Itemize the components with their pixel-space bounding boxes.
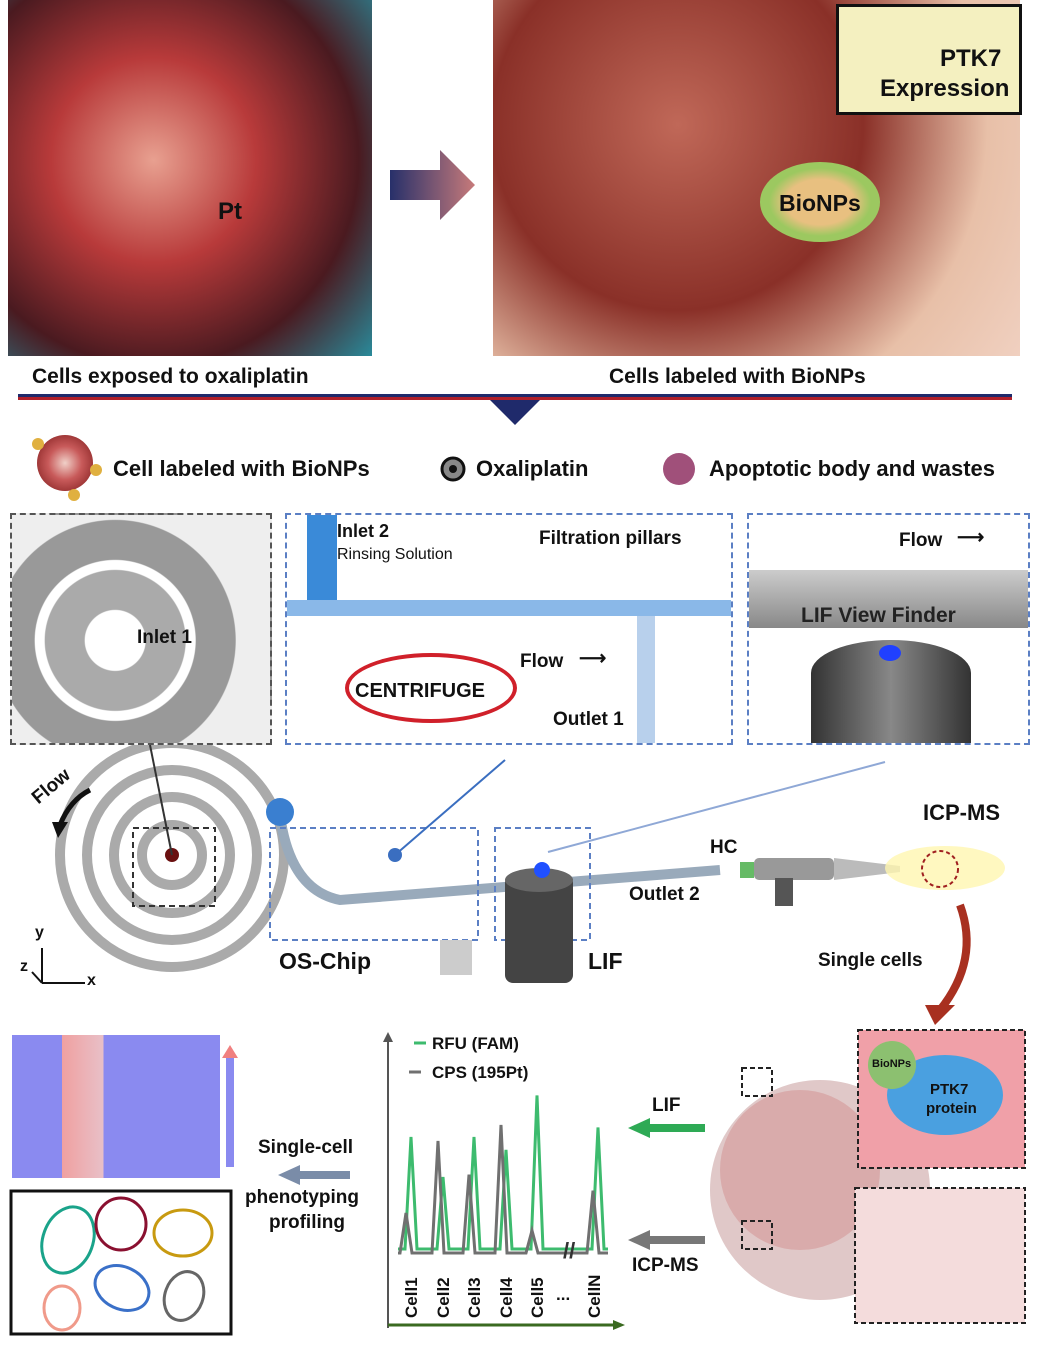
lif-arrow-label: LIF: [652, 1095, 681, 1116]
filtration-pillars-label: Filtration pillars: [539, 528, 682, 549]
outlet1-channel: [637, 616, 655, 743]
x-tick-ellipsis: ...: [556, 1285, 571, 1304]
channel-bar: [749, 570, 1028, 628]
inlet2-label: Inlet 2: [337, 521, 390, 541]
flow-curve-arrow-icon: [57, 787, 92, 826]
x-tick-celln: CellN: [585, 1274, 604, 1318]
os-chip-label: OS-Chip: [279, 948, 371, 974]
lif-view-finder-label: LIF View Finder: [801, 604, 956, 627]
axis-z-label: z: [20, 958, 28, 975]
axis-break: //: [563, 1238, 575, 1263]
xyz-axes-icon: [31, 948, 85, 984]
laser-spot: [879, 645, 901, 661]
icpms-arrow-icon: [628, 1230, 705, 1250]
bionps-label: BioNPs: [779, 190, 861, 216]
spiral-zoom-box: [132, 827, 216, 907]
heatmap-colorbar: [226, 1055, 234, 1167]
legend-cps: CPS (195Pt): [432, 1063, 528, 1083]
phenotyping-label: phenotyping: [245, 1187, 359, 1208]
x-tick-cell5: Cell5: [528, 1277, 547, 1318]
centrifuge-label: CENTRIFUGE: [355, 680, 485, 702]
flow-label: Flow: [520, 651, 564, 672]
no-centrifuge-sign: [345, 653, 517, 723]
ptk7-label: PTK7: [930, 1081, 969, 1098]
series-line-0: [398, 1095, 608, 1251]
bionps-particle: [760, 162, 880, 242]
inset-label-expression: Expression: [880, 75, 1010, 102]
left-caption: Cells exposed to oxaliplatin: [32, 365, 309, 388]
outlet1-label: Outlet 1: [553, 709, 624, 730]
hc-label: HC: [710, 837, 738, 858]
lif-arrow-icon: [628, 1118, 705, 1138]
axis-y-label: y: [35, 924, 44, 941]
lif-objective: [505, 875, 573, 983]
lif-panel: Flow ⟶ LIF View Finder: [747, 513, 1030, 745]
inlet1-label: Inlet 1: [137, 627, 192, 648]
heatmap: [12, 1035, 220, 1178]
lif-flow-arrow-icon: ⟶: [957, 527, 985, 548]
x-tick-cell1: Cell1: [402, 1277, 421, 1318]
spiral-panel: Inlet 1: [10, 513, 272, 745]
lif-flow-label: Flow: [899, 530, 943, 551]
inset-bionps-label: BioNPs: [872, 1058, 912, 1070]
legend-apoptotic: Apoptotic body and wastes: [709, 456, 996, 481]
legend-labeled-cell: Cell labeled with BioNPs: [113, 456, 370, 481]
profiling-label: profiling: [269, 1212, 345, 1233]
single-cell-label: Single-cell: [258, 1137, 354, 1158]
right-caption: Cells labeled with BioNPs: [609, 365, 866, 388]
ptk7-protein-label: protein: [926, 1100, 977, 1117]
oxaliplatin-cell-image: [8, 0, 372, 356]
legend-rfu: RFU (FAM): [432, 1034, 519, 1054]
profiling-arrow-icon: [278, 1165, 350, 1185]
icpms-label: ICP-MS: [923, 800, 1000, 825]
flow-arrow-icon: ⟶: [579, 648, 607, 669]
transition-arrow-icon: [390, 150, 475, 220]
ptk7-expression-inset: [836, 4, 1022, 115]
chip-channel: [275, 814, 721, 906]
series-line-1: [398, 1124, 608, 1255]
apoptotic-body-icon: [663, 453, 695, 485]
divider-triangle-icon: [490, 400, 540, 425]
legend-cps-label: CPS (195Pt): [432, 1063, 529, 1082]
icpms-nebulizer: [740, 846, 1005, 906]
icpms-arrow-label: ICP-MS: [632, 1255, 699, 1276]
inlet2-channel: [307, 515, 337, 605]
x-tick-cell4: Cell4: [497, 1277, 516, 1318]
labeled-cell-icon: [37, 435, 93, 491]
single-cells-label: Single cells: [818, 950, 923, 971]
pt-label: Pt: [218, 198, 242, 225]
legend-oxaliplatin: Oxaliplatin: [476, 456, 589, 481]
x-tick-cell3: Cell3: [465, 1277, 484, 1318]
filter-panel: Inlet 2 Rinsing Solution Filtration pill…: [285, 513, 733, 745]
divider: [18, 394, 1012, 397]
oxaliplatin-dna-inset: [854, 1187, 1026, 1324]
inset-label-ptk7: PTK7: [940, 45, 1002, 72]
x-tick-cell2: Cell2: [434, 1277, 453, 1318]
outlet2-label: Outlet 2: [629, 884, 700, 905]
main-channel: [287, 600, 731, 616]
legend-rfu-label: RFU (FAM): [432, 1034, 519, 1053]
axis-x-label: x: [87, 972, 96, 989]
lif-label: LIF: [588, 948, 623, 974]
rinsing-solution-label: Rinsing Solution: [337, 546, 453, 563]
filter-zoom-box: [269, 827, 479, 941]
